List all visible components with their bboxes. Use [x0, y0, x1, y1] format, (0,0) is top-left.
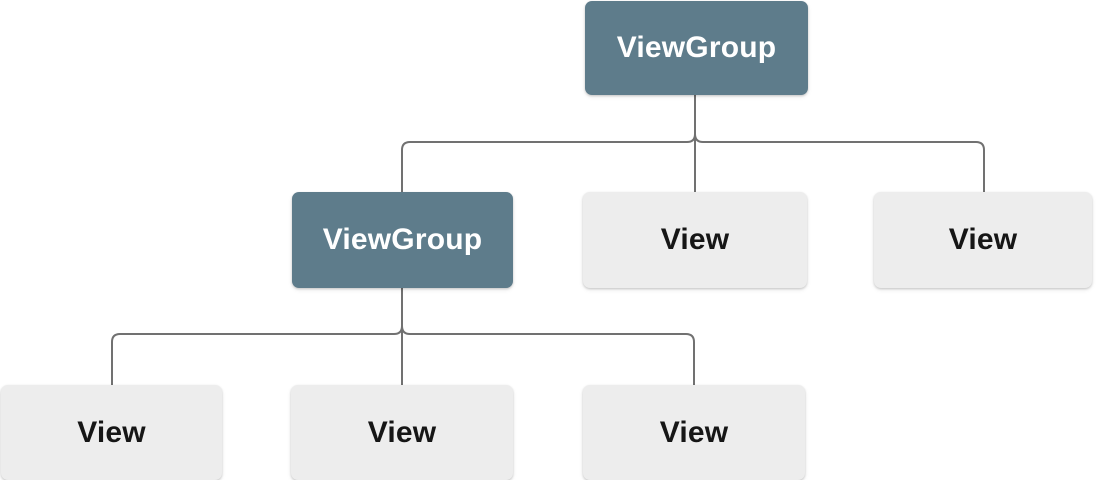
node-viewgroup-root: ViewGroup [585, 1, 808, 95]
edge-viewgroup-child-to-view-bl [111, 288, 403, 385]
node-label: View [659, 415, 729, 449]
node-view-bottom-right: View [583, 385, 805, 480]
node-label: ViewGroup [616, 31, 777, 64]
node-label: View [948, 223, 1018, 256]
node-view-bottom-mid: View [291, 385, 513, 480]
node-view-mid: View [583, 192, 807, 288]
edge-root-to-view-right [694, 95, 985, 192]
node-view-right: View [874, 192, 1092, 288]
node-label: View [77, 415, 146, 449]
edge-viewgroup-child-to-view-br [401, 288, 695, 385]
node-label: View [660, 223, 730, 256]
node-view-bottom-left: View [1, 385, 222, 480]
edge-root-to-viewgroup-child [401, 95, 696, 192]
node-viewgroup-child: ViewGroup [292, 192, 513, 288]
node-label: ViewGroup [322, 223, 483, 256]
node-label: View [367, 415, 437, 449]
